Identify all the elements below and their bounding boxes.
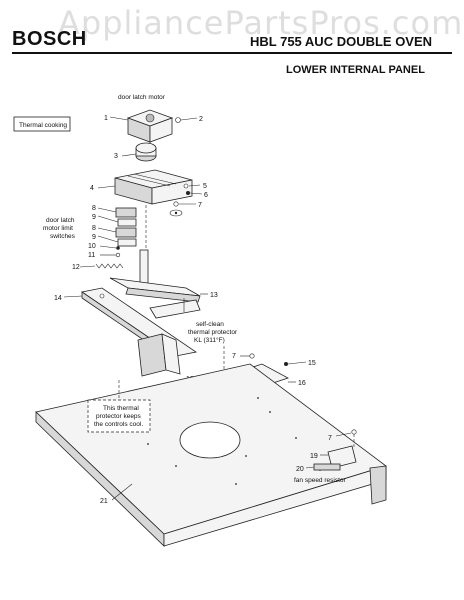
model-title: HBL 755 AUC DOUBLE OVEN [250,34,433,49]
part-7-screw-top [169,201,196,217]
callout-14: 14 [54,295,62,302]
callout-8-top: 8 [92,205,96,212]
switches-label-line-3: switches [50,233,76,240]
part-4-bracket [114,169,193,205]
callout-2: 2 [199,116,203,123]
callout-11-top: 11 [88,252,95,259]
callout-19: 19 [310,453,318,460]
protector-note-line-3: the controls cool. [94,421,143,428]
callout-12: 12 [72,264,80,271]
callout-21: 21 [100,498,108,505]
part-8-9-limit-switches [115,205,147,258]
part-2-screw [175,117,198,123]
callout-7-top: 7 [198,202,202,209]
part-20-fan-speed-resistor [313,463,341,471]
callout-5: 5 [203,183,207,190]
brand-logo: BOSCH [12,28,87,50]
watermark-text: AppliancePartsPros.com [58,4,464,42]
self-clean-label-line-1: self-clean [196,321,224,328]
callout-8-bottom: 8 [92,225,96,232]
part-19-resistor-bracket [327,434,357,469]
part-3-cam [135,142,157,162]
callout-10-top: 10 [88,243,96,250]
callout-4: 4 [90,185,94,192]
header-rule [12,52,452,54]
callout-3: 3 [114,153,118,160]
part-10-11-small-parts [99,245,121,258]
callout-7-mid: 7 [232,353,236,360]
part-7-screw-mid [240,353,255,359]
part-12-spring [79,263,124,269]
callout-1: 1 [104,115,108,122]
part-13-latch-arm [109,277,201,319]
part-5-6-fasteners [183,183,203,195]
fan-speed-resistor-label: fan speed resistor [294,477,347,484]
switches-label-line-1: door latch [46,217,75,224]
callout-7-right: 7 [328,435,332,442]
thermal-cooking-box [13,116,71,132]
callout-20: 20 [296,466,304,473]
part-15-screw [284,361,307,366]
mounting-bracket [137,333,181,377]
callout-15: 15 [308,360,316,367]
callout-6: 6 [204,192,208,199]
callout-9-bottom: 9 [92,234,96,241]
thermal-cooking-label: Thermal cooking [19,122,67,129]
self-clean-label-line-3: KL (311°F) [194,336,225,344]
callout-13: 13 [210,292,218,299]
protector-note-line-2: protector keeps [96,413,142,420]
switches-label-line-2: motor limit [43,225,73,232]
callout-9-top: 9 [92,214,96,221]
latch-rod [139,249,149,285]
section-title: LOWER INTERNAL PANEL [286,64,425,76]
callout-16: 16 [298,380,306,387]
protector-note-box [87,399,151,433]
protector-note-line-1: This thermal [103,405,139,412]
door-latch-motor-label: door latch motor [118,94,166,101]
self-clean-label-line-2: thermal protector [188,329,238,336]
